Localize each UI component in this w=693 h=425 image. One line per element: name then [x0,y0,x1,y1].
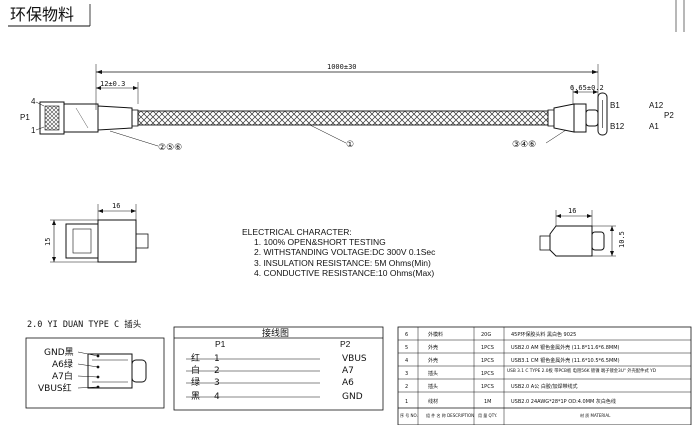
wiring-row-4-signal: GND [342,392,363,402]
wiring-title: 接线图 [262,327,289,339]
overall-length-dimension: 1000±30 [95,63,599,110]
bom-row-6-no: 6 [405,332,408,338]
p2-pin-a1: A1 [649,122,659,131]
bom-row-1-material: USB2.0 24AWG*28*1P OD:4.0MM 灰白色线 [511,398,616,405]
bom-row-6-qty: 20G [481,332,491,338]
bom-row-5-name: 外壳 [428,344,438,351]
wiring-row-3-signal: A6 [342,378,354,388]
left-plug-dimension: 12±0.3 [96,80,139,104]
bom-row-6-material: 45P环保胶头料 黑白色 9025 [511,331,576,338]
left-plug-length-label: 12±0.3 [100,80,125,88]
p2-pin-a12: A12 [649,101,664,110]
bom-row-4-qty: 1PCS [481,358,494,364]
wiring-row-2-pin: 2 [214,366,220,376]
bom-row-3-material: USB 3.1 C TYPE 2.0板 带PCB板 电阻56K 镀镍 端子镀金3… [507,367,657,374]
bom-row-2-material: USB2.0 A公 白胶/加焊带线式 [511,383,578,390]
bom-row-5-material: USB2.0 AM 银色金属外壳 (11.8*11.6*6.8MM) [511,344,620,351]
left-front-view [50,204,149,263]
bom-row-4-material: USB3.1 CM 银色金属外壳 (11.6*10.5*6.5MM) [511,357,620,364]
wiring-row-3-color: 绿 [191,376,200,388]
right-plug-length-label: 6.65±0.2 [570,84,604,92]
wiring-row-3-pin: 3 [214,378,220,388]
bom-row-2-name: 插头 [428,383,438,390]
wiring-diagram [173,326,384,411]
left-usb-a-plug [39,101,139,135]
wiring-p1-label: P1 [215,339,226,349]
bom-header-no: 序 号 NO. [400,412,418,418]
right-front-height-label: 10.5 [618,231,626,248]
bom-row-3-no: 3 [405,371,408,377]
bom-row-1-qty: 1M [484,399,492,405]
right-plug-balloons: ③④⑥ [512,140,536,150]
bom-row-3-name: 插头 [428,370,438,377]
electrical-line-2: 2. WITHSTANDING VOLTAGE:DC 300V 0.1Sec [254,247,436,257]
wiring-row-1-pin: 1 [214,354,220,364]
bom-table [397,326,692,425]
bom-row-4-name: 外壳 [428,357,438,364]
typec-pin-a6: A6绿 [52,358,73,370]
electrical-heading: ELECTRICAL CHARACTER: [242,227,352,237]
bom-row-2-no: 2 [405,384,408,390]
electrical-character-notes: ELECTRICAL CHARACTER: 1. 100% OPEN&SHORT… [242,227,436,278]
p2-pin-b1: B1 [610,101,620,110]
electrical-line-4: 4. CONDUCTIVE RESISTANCE:10 Ohms(Max) [254,268,434,278]
wiring-row-1-color: 红 [191,352,200,364]
left-plug-balloons: ②⑤⑥ [158,143,182,153]
bom-row-2-qty: 1PCS [481,384,494,390]
p1-label: P1 [20,113,30,122]
left-front-width-label: 16 [112,202,120,210]
wiring-p2-label: P2 [340,339,351,349]
p2-label: P2 [664,111,674,120]
bom-row-1-no: 1 [405,399,408,405]
right-front-view [539,210,616,257]
overall-length-label: 1000±30 [327,63,357,71]
typec-pin-vbus: VBUS红 [38,382,72,394]
wiring-row-2-signal: A7 [342,366,354,376]
right-type-c-plug [547,103,599,133]
wiring-row-4-color: 黑 [191,391,200,402]
wiring-row-2-color: 白 [191,364,200,376]
bom-row-4-no: 4 [405,358,408,364]
electrical-line-3: 3. INSULATION RESISTANCE: 5M Ohms(Min) [254,258,431,268]
bom-header-material: 材 质 MATERIAL [580,412,611,418]
bom-header-qty: 用 量 QTY. [478,412,497,418]
bom-header-description: 组 件 名 称 DESCRIPTION [426,412,474,418]
typec-plug-detail [25,337,165,409]
bom-row-5-no: 5 [405,345,408,351]
bom-row-5-qty: 1PCS [481,345,494,351]
left-front-height-label: 15 [44,238,52,246]
right-front-width-label: 16 [568,207,576,215]
cable-balloon: ① [346,140,354,150]
bom-row-3-qty: 1PCS [481,371,494,377]
typec-pin-gnd: GND黑 [44,347,74,358]
wiring-row-1-signal: VBUS [342,354,367,364]
typec-pin-a7: A7白 [52,370,73,382]
electrical-line-1: 1. 100% OPEN&SHORT TESTING [254,237,386,247]
p1-pin-top-label: 4 [31,97,36,106]
braided-cable [137,110,549,126]
right-plug-dimension: 6.65±0.2 [570,84,604,104]
wiring-row-4-pin: 4 [214,392,220,402]
p2-pin-b12: B12 [610,122,625,131]
type-c-end-view [597,92,608,136]
bom-row-6-name: 外模料 [428,331,443,338]
bom-row-1-name: 线材 [428,398,438,405]
page-title: 环保物料 [10,5,74,24]
typec-detail-label: 2.0 YI DUAN TYPE C 插头 [27,319,142,330]
p1-pin-bottom-label: 1 [31,126,36,135]
